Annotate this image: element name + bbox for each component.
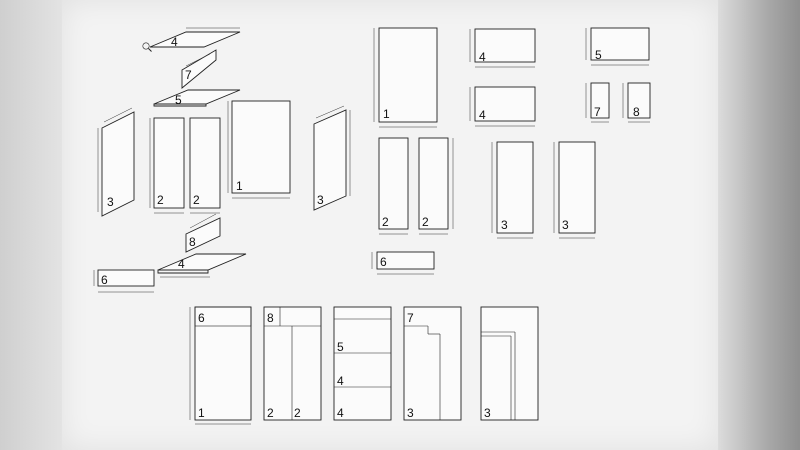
part-6-plinth <box>97 269 155 287</box>
magnifier-icon <box>142 42 152 52</box>
part-2-drawing <box>378 137 409 230</box>
assembly-step-4: 7 3 <box>403 306 462 421</box>
assembly-steps: 6 1 8 2 2 5 4 4 <box>189 306 539 425</box>
part-label: 3 <box>562 218 569 232</box>
part-2-drawing <box>418 137 449 230</box>
part-label: 8 <box>189 235 196 249</box>
part-label: 8 <box>633 105 640 119</box>
part-label: 2 <box>193 193 200 207</box>
exploded-view: 4 7 5 3 2 2 1 <box>93 27 351 293</box>
assembly-step-2: 8 2 2 <box>263 306 322 421</box>
part-2-door-left <box>153 117 185 209</box>
part-1-back-panel <box>231 100 291 194</box>
part-label: 5 <box>595 48 602 62</box>
part-label: 6 <box>198 311 205 325</box>
part-label: 3 <box>407 406 414 420</box>
part-5-drawing <box>590 27 650 61</box>
part-7-drawing <box>590 82 610 119</box>
part-label: 2 <box>157 193 164 207</box>
part-label: 1 <box>383 107 390 121</box>
part-5-shelf <box>153 89 241 105</box>
part-label: 5 <box>337 340 344 354</box>
part-label: 6 <box>101 273 108 287</box>
part-label: 2 <box>294 406 301 420</box>
part-label: 8 <box>267 311 274 325</box>
part-label: 4 <box>178 257 185 271</box>
part-3-drawing <box>558 141 596 234</box>
part-label: 1 <box>198 406 205 420</box>
part-3-drawing <box>496 141 534 234</box>
part-6-drawing <box>376 251 435 270</box>
part-2-door-right <box>189 117 221 209</box>
part-4-drawing <box>474 86 536 122</box>
part-label: 2 <box>382 215 389 229</box>
part-label: 7 <box>185 68 192 82</box>
part-8-drawing <box>627 82 651 119</box>
part-4-bottom-panel <box>157 253 247 271</box>
part-3-side-right <box>313 109 347 211</box>
part-label: 7 <box>407 311 414 325</box>
part-label: 4 <box>479 50 486 64</box>
part-label: 4 <box>479 108 486 122</box>
assembly-step-3: 5 4 4 <box>333 306 392 421</box>
part-3-side-left <box>101 111 135 217</box>
part-1-drawing <box>378 27 438 123</box>
assembly-step-5: 3 <box>480 306 539 421</box>
monitor-bezel-left <box>0 0 62 450</box>
part-label: 3 <box>317 193 324 207</box>
assembly-step-1: 6 1 <box>189 306 252 425</box>
part-label: 3 <box>484 406 491 420</box>
parts-list: 1 4 5 4 7 8 <box>371 27 651 275</box>
part-label: 2 <box>267 406 274 420</box>
part-label: 7 <box>594 105 601 119</box>
part-label: 6 <box>380 255 387 269</box>
part-label: 1 <box>236 179 243 193</box>
part-label: 4 <box>337 374 344 388</box>
part-label: 3 <box>107 195 114 209</box>
part-label: 4 <box>337 406 344 420</box>
part-4-drawing <box>474 28 536 63</box>
monitor-bezel-right <box>718 0 800 450</box>
part-label: 3 <box>501 218 508 232</box>
part-4-top-panel <box>149 31 241 48</box>
part-label: 2 <box>422 215 429 229</box>
part-label: 4 <box>171 35 178 49</box>
part-8-panel <box>185 217 221 253</box>
part-label: 5 <box>175 93 182 107</box>
